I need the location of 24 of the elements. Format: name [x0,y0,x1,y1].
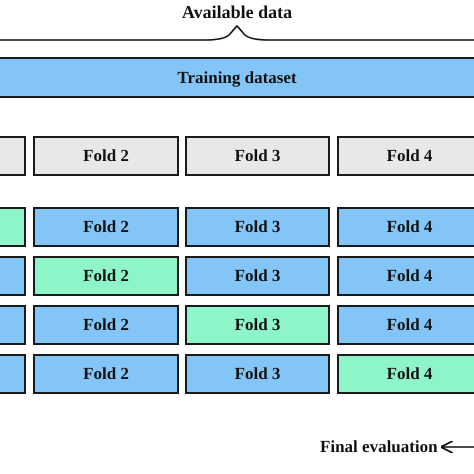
fold-box: Fold 2 [33,354,179,394]
fold-box: Fold 3 [185,305,330,345]
fold-box: Fold 3 [185,136,330,176]
fold-box: Fold 2 [33,207,179,247]
heading-label: Available data [180,2,294,23]
fold-box: Fold 4 [337,207,474,247]
fold-box: Fold 3 [185,354,330,394]
fold-box: Fold 2 [33,305,179,345]
fold-box: Fold 4 [337,256,474,296]
fold-box: Fold 3 [185,207,330,247]
fold-box: Fold 2 [33,256,179,296]
fold-box: Fold 4 [337,136,474,176]
fold-box: Fold 2 [33,136,179,176]
training-bar: Training dataset [0,57,474,98]
fold-box: Fold 4 [337,305,474,345]
arrow [440,440,474,454]
fold-box: Fold 4 [337,354,474,394]
fold-box [0,136,26,176]
fold-box [0,256,26,296]
final-evaluation-label: Final evaluation [320,437,438,457]
fold-box: Fold 3 [185,256,330,296]
fold-box [0,354,26,394]
fold-box [0,207,26,247]
fold-box [0,305,26,345]
